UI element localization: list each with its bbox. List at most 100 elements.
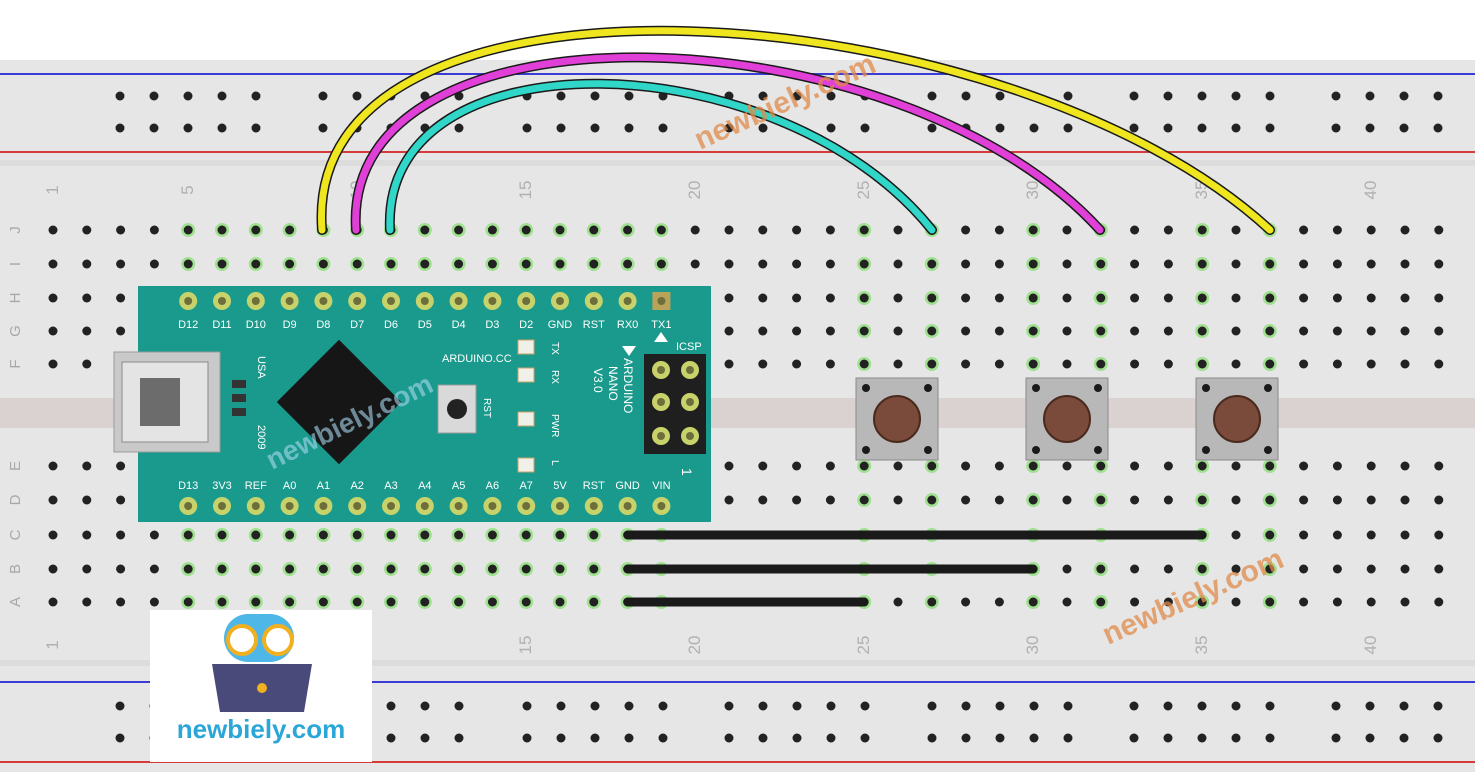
rail-hole: [1433, 91, 1443, 101]
terminal-hole: [994, 225, 1004, 235]
button-cap[interactable]: [1043, 395, 1091, 443]
button-body[interactable]: [855, 377, 939, 461]
terminal-hole: [217, 564, 227, 574]
terminal-hole: [48, 530, 58, 540]
model-line-1: ARDUINO: [621, 358, 635, 413]
rail-hole: [758, 123, 768, 133]
terminal-hole: [623, 225, 633, 235]
terminal-hole: [82, 359, 92, 369]
button-2[interactable]: [1025, 377, 1109, 461]
terminal-hole: [521, 225, 531, 235]
terminal-hole: [285, 564, 295, 574]
rail-hole: [658, 123, 668, 133]
terminal-hole: [1366, 564, 1376, 574]
terminal-hole: [792, 293, 802, 303]
rail-hole: [1331, 701, 1341, 711]
terminal-hole: [1163, 564, 1173, 574]
terminal-hole: [1028, 259, 1038, 269]
nano-pin-label: D13: [178, 480, 198, 492]
terminal-hole: [893, 326, 903, 336]
terminal-hole: [1299, 597, 1309, 607]
rail-hole: [724, 701, 734, 711]
terminal-hole: [1163, 461, 1173, 471]
reset-button-cap[interactable]: [447, 399, 467, 419]
column-number: 20: [685, 181, 704, 200]
terminal-hole: [1265, 461, 1275, 471]
rail-hole: [624, 733, 634, 743]
terminal-hole: [1096, 259, 1106, 269]
ground-wires: [623, 530, 1207, 607]
icsp-pin-hole: [686, 398, 694, 406]
terminal-hole: [386, 530, 396, 540]
terminal-hole: [1062, 564, 1072, 574]
button-3[interactable]: [1195, 377, 1279, 461]
terminal-hole: [454, 225, 464, 235]
rail-hole: [1365, 701, 1375, 711]
terminal-hole: [1231, 293, 1241, 303]
terminal-hole: [1400, 461, 1410, 471]
nano-pin-label: GND: [615, 480, 640, 492]
terminal-hole: [1062, 495, 1072, 505]
nano-pin-label: A7: [519, 480, 532, 492]
terminal-hole: [454, 597, 464, 607]
terminal-hole: [589, 564, 599, 574]
nano-pin-label: GND: [548, 319, 573, 331]
nano-pin-hole: [184, 297, 193, 305]
terminal-hole: [1434, 564, 1444, 574]
terminal-hole: [927, 359, 937, 369]
rail-hole: [556, 733, 566, 743]
terminal-hole: [420, 530, 430, 540]
nano-pin-hole: [251, 502, 260, 510]
column-number: 40: [1361, 181, 1380, 200]
terminal-hole: [1299, 461, 1309, 471]
terminal-hole: [1434, 359, 1444, 369]
terminal-hole: [1366, 326, 1376, 336]
nano-pin-label: D10: [246, 319, 266, 331]
terminal-hole: [48, 564, 58, 574]
terminal-hole: [1231, 530, 1241, 540]
terminal-hole: [623, 259, 633, 269]
terminal-hole: [961, 293, 971, 303]
rail-hole: [590, 123, 600, 133]
nano-pin-label: D11: [212, 319, 231, 331]
rail-hole: [590, 91, 600, 101]
terminal-hole: [116, 461, 126, 471]
rail-hole: [758, 91, 768, 101]
rail-hole: [860, 701, 870, 711]
terminal-hole: [183, 564, 193, 574]
terminal-hole: [1366, 597, 1376, 607]
terminal-hole: [1163, 225, 1173, 235]
terminal-hole: [251, 530, 261, 540]
terminal-hole: [690, 225, 700, 235]
rail-hole: [251, 91, 261, 101]
rail-hole: [724, 123, 734, 133]
terminal-hole: [1096, 461, 1106, 471]
button-cap[interactable]: [1213, 395, 1261, 443]
terminal-hole: [589, 225, 599, 235]
rail-hole: [522, 123, 532, 133]
terminal-hole: [116, 259, 126, 269]
rail-hole: [556, 123, 566, 133]
terminal-hole: [1434, 597, 1444, 607]
terminal-hole: [487, 530, 497, 540]
terminal-hole: [961, 326, 971, 336]
terminal-hole: [1332, 530, 1342, 540]
terminal-hole: [656, 259, 666, 269]
terminal-hole: [792, 326, 802, 336]
rail-hole: [590, 701, 600, 711]
terminal-hole: [183, 225, 193, 235]
nano-pin-hole: [353, 502, 362, 510]
icsp-pins: [652, 361, 699, 445]
terminal-hole: [149, 597, 159, 607]
terminal-hole: [690, 259, 700, 269]
terminal-hole: [82, 461, 92, 471]
terminal-hole: [1299, 326, 1309, 336]
button-cap[interactable]: [873, 395, 921, 443]
terminal-hole: [487, 597, 497, 607]
column-number: 30: [1023, 636, 1042, 655]
button-1[interactable]: [855, 377, 939, 461]
rail-hole: [217, 91, 227, 101]
column-number: 1: [43, 185, 62, 194]
terminal-hole: [48, 326, 58, 336]
